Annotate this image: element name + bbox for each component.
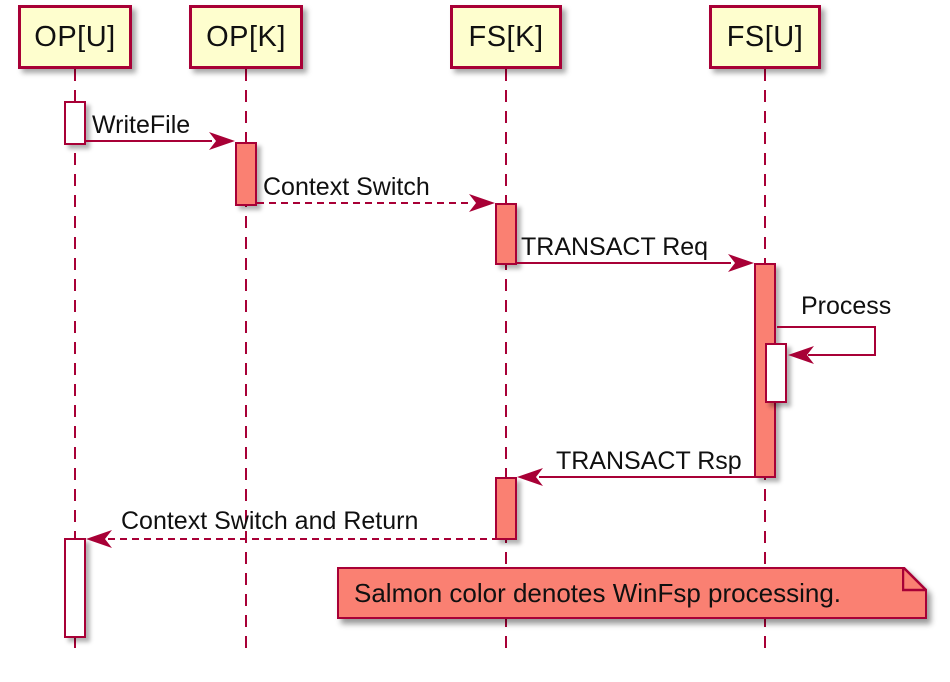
message-line-context-switch [257,202,472,204]
activation-opu-send [64,101,86,145]
activation-fsk-winfsp-request [495,203,517,265]
participant-label-opk: OP[K] [206,20,286,53]
message-label-transact-rsp: TRANSACT Rsp [556,447,742,475]
note-body: Salmon color denotes WinFsp processing. [337,567,927,619]
self-message-line-side [874,326,876,356]
message-line-transact-req [517,262,731,264]
lifeline-opk [245,69,247,656]
message-label-writefile: WriteFile [92,111,191,139]
activation-fsk-winfsp-response [495,477,517,540]
participant-label-opu: OP[U] [34,20,116,53]
lifeline-fsk [505,69,507,656]
arrowhead-right-icon [209,132,235,150]
arrowhead-right-icon [469,194,495,212]
participant-box-fsu: FS[U] [709,5,821,69]
activation-opk-winfsp [235,142,257,206]
note: Salmon color denotes WinFsp processing. [337,567,927,619]
lifeline-opu [74,69,76,656]
message-line-writefile [86,140,212,142]
message-line-context-switch-return [108,538,495,540]
message-label-context-switch: Context Switch [263,173,430,201]
activation-fsu-process-nested [765,343,787,403]
message-label-process: Process [801,292,892,320]
self-message-line-bottom [808,354,876,356]
arrowhead-right-icon [728,254,754,272]
participant-label-fsu: FS[U] [726,20,804,53]
message-line-transact-rsp [539,476,754,478]
participant-box-opk: OP[K] [189,5,303,69]
participant-box-opu: OP[U] [18,5,132,69]
activation-opu-return [64,538,86,638]
note-fold-icon [902,567,927,592]
participant-box-fsk: FS[K] [450,5,562,69]
message-label-transact-req: TRANSACT Req [521,233,709,261]
participant-label-fsk: FS[K] [468,20,544,53]
self-message-line-top [777,326,876,328]
message-label-context-switch-return: Context Switch and Return [121,507,419,535]
note-text: Salmon color denotes WinFsp processing. [354,577,842,608]
